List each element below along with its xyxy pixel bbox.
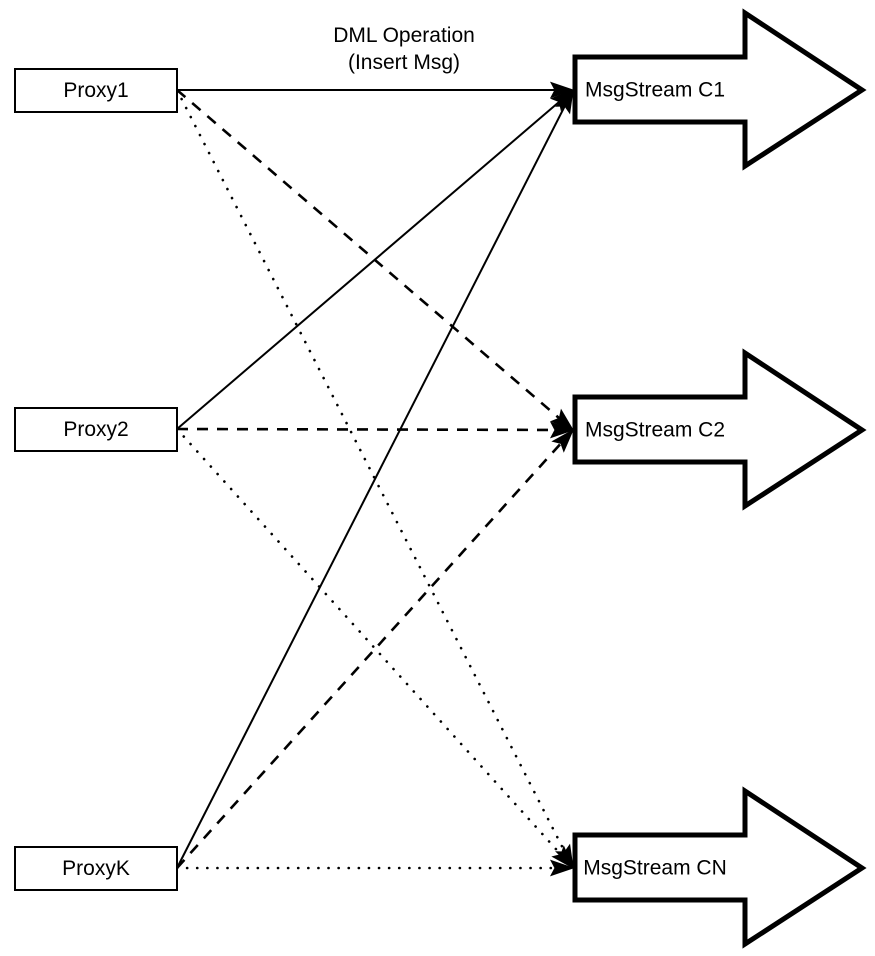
streams-layer: MsgStream C1 MsgStream C2 MsgStream CN [572, 8, 867, 949]
connection-p2-c2[interactable] [176, 427, 555, 432]
connections-layer [175, 88, 567, 870]
proxy-box [14, 846, 178, 891]
edge-label-line2: (Insert Msg) [348, 51, 460, 74]
msgstream-stream_c1[interactable]: MsgStream C1 [572, 8, 867, 171]
arrowhead-p1-c1 [549, 81, 575, 99]
proxy-box [14, 68, 178, 113]
proxy-label: ProxyK [62, 857, 130, 880]
arrowhead-p1-c2 [550, 408, 575, 432]
arrowhead-p2-cn [551, 845, 575, 870]
proxy-node-proxy1[interactable]: Proxy1 [14, 68, 178, 113]
arrowhead-p2-c2 [549, 421, 575, 439]
msgstream-shape [572, 786, 867, 949]
connection-p1-c2[interactable] [176, 89, 561, 420]
proxy-node-proxyk[interactable]: ProxyK [14, 846, 178, 891]
msgstream-label: MsgStream CN [583, 857, 727, 880]
msgstream-stream_c2[interactable]: MsgStream C2 [572, 348, 867, 511]
proxy-label: Proxy1 [63, 79, 128, 102]
edge-label-dml-operation: DML Operation (Insert Msg) [333, 24, 475, 74]
connection-p2-c1[interactable] [176, 100, 560, 430]
connection-pk-c2[interactable] [176, 442, 562, 869]
proxy-label: Proxy2 [63, 418, 128, 441]
msgstream-label: MsgStream C2 [585, 419, 725, 442]
connection-p1-cn[interactable] [175, 88, 567, 854]
proxy-box [14, 407, 178, 452]
edge-label-line1: DML Operation [333, 24, 475, 47]
arrowhead-pk-c1 [555, 88, 574, 115]
msgstream-shape [572, 8, 867, 171]
arrowhead-pk-c2 [551, 428, 575, 453]
arrowhead-pk-cn [549, 859, 575, 877]
msgstream-stream_cn[interactable]: MsgStream CN [572, 786, 867, 949]
connection-pk-c1[interactable] [176, 105, 566, 869]
msgstream-label: MsgStream C1 [585, 79, 725, 102]
proxy-node-proxy2[interactable]: Proxy2 [14, 407, 178, 452]
msgstream-shape [572, 348, 867, 511]
arrowheads-layer [549, 81, 575, 877]
